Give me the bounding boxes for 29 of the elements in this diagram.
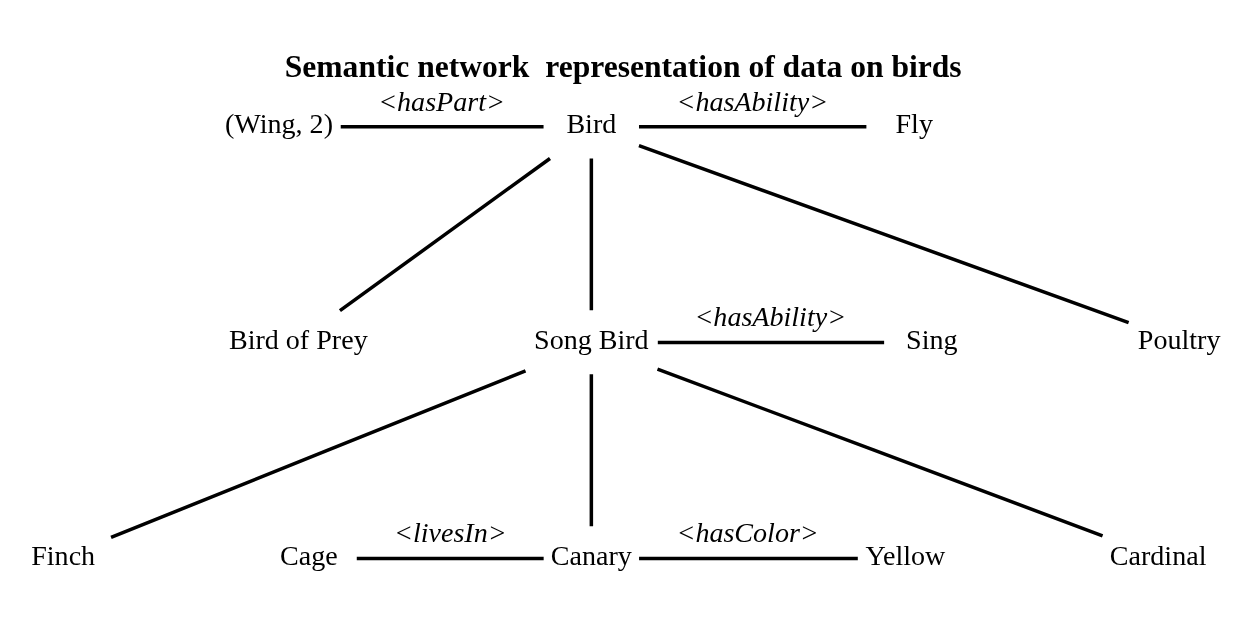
node-text: Fly xyxy=(895,107,933,139)
node-text: Canary xyxy=(550,539,632,571)
node-text: Sing xyxy=(906,323,958,355)
node-text: Yellow xyxy=(865,539,946,571)
node-text: Poultry xyxy=(1137,323,1221,355)
node-text: Song Bird xyxy=(534,323,649,355)
node-text: (Wing, 2) xyxy=(225,107,334,139)
node-text: Finch xyxy=(31,539,96,571)
connector xyxy=(639,556,858,560)
connector xyxy=(338,156,552,312)
edge-label: <hasAbility> xyxy=(676,85,829,117)
connector xyxy=(657,340,885,344)
connector xyxy=(638,143,1130,324)
edge-label: <livesIn> xyxy=(393,516,507,548)
node-text: Cardinal xyxy=(1109,539,1207,571)
connector xyxy=(589,157,594,310)
connector xyxy=(340,124,544,128)
connector xyxy=(639,124,867,128)
edge-label: <hasPart> xyxy=(378,85,505,117)
node-text: Cage xyxy=(280,539,338,571)
edge-label: <hasAbility> xyxy=(694,300,847,332)
connector xyxy=(110,368,527,539)
diagram-title: Semantic network representation of data on birds xyxy=(284,48,962,84)
node-text: Bird xyxy=(566,107,617,139)
connector xyxy=(589,373,594,526)
connector xyxy=(356,556,544,560)
node-text: Bird of Prey xyxy=(228,323,368,355)
edge-label: <hasColor> xyxy=(676,516,819,548)
connector xyxy=(656,366,1104,537)
